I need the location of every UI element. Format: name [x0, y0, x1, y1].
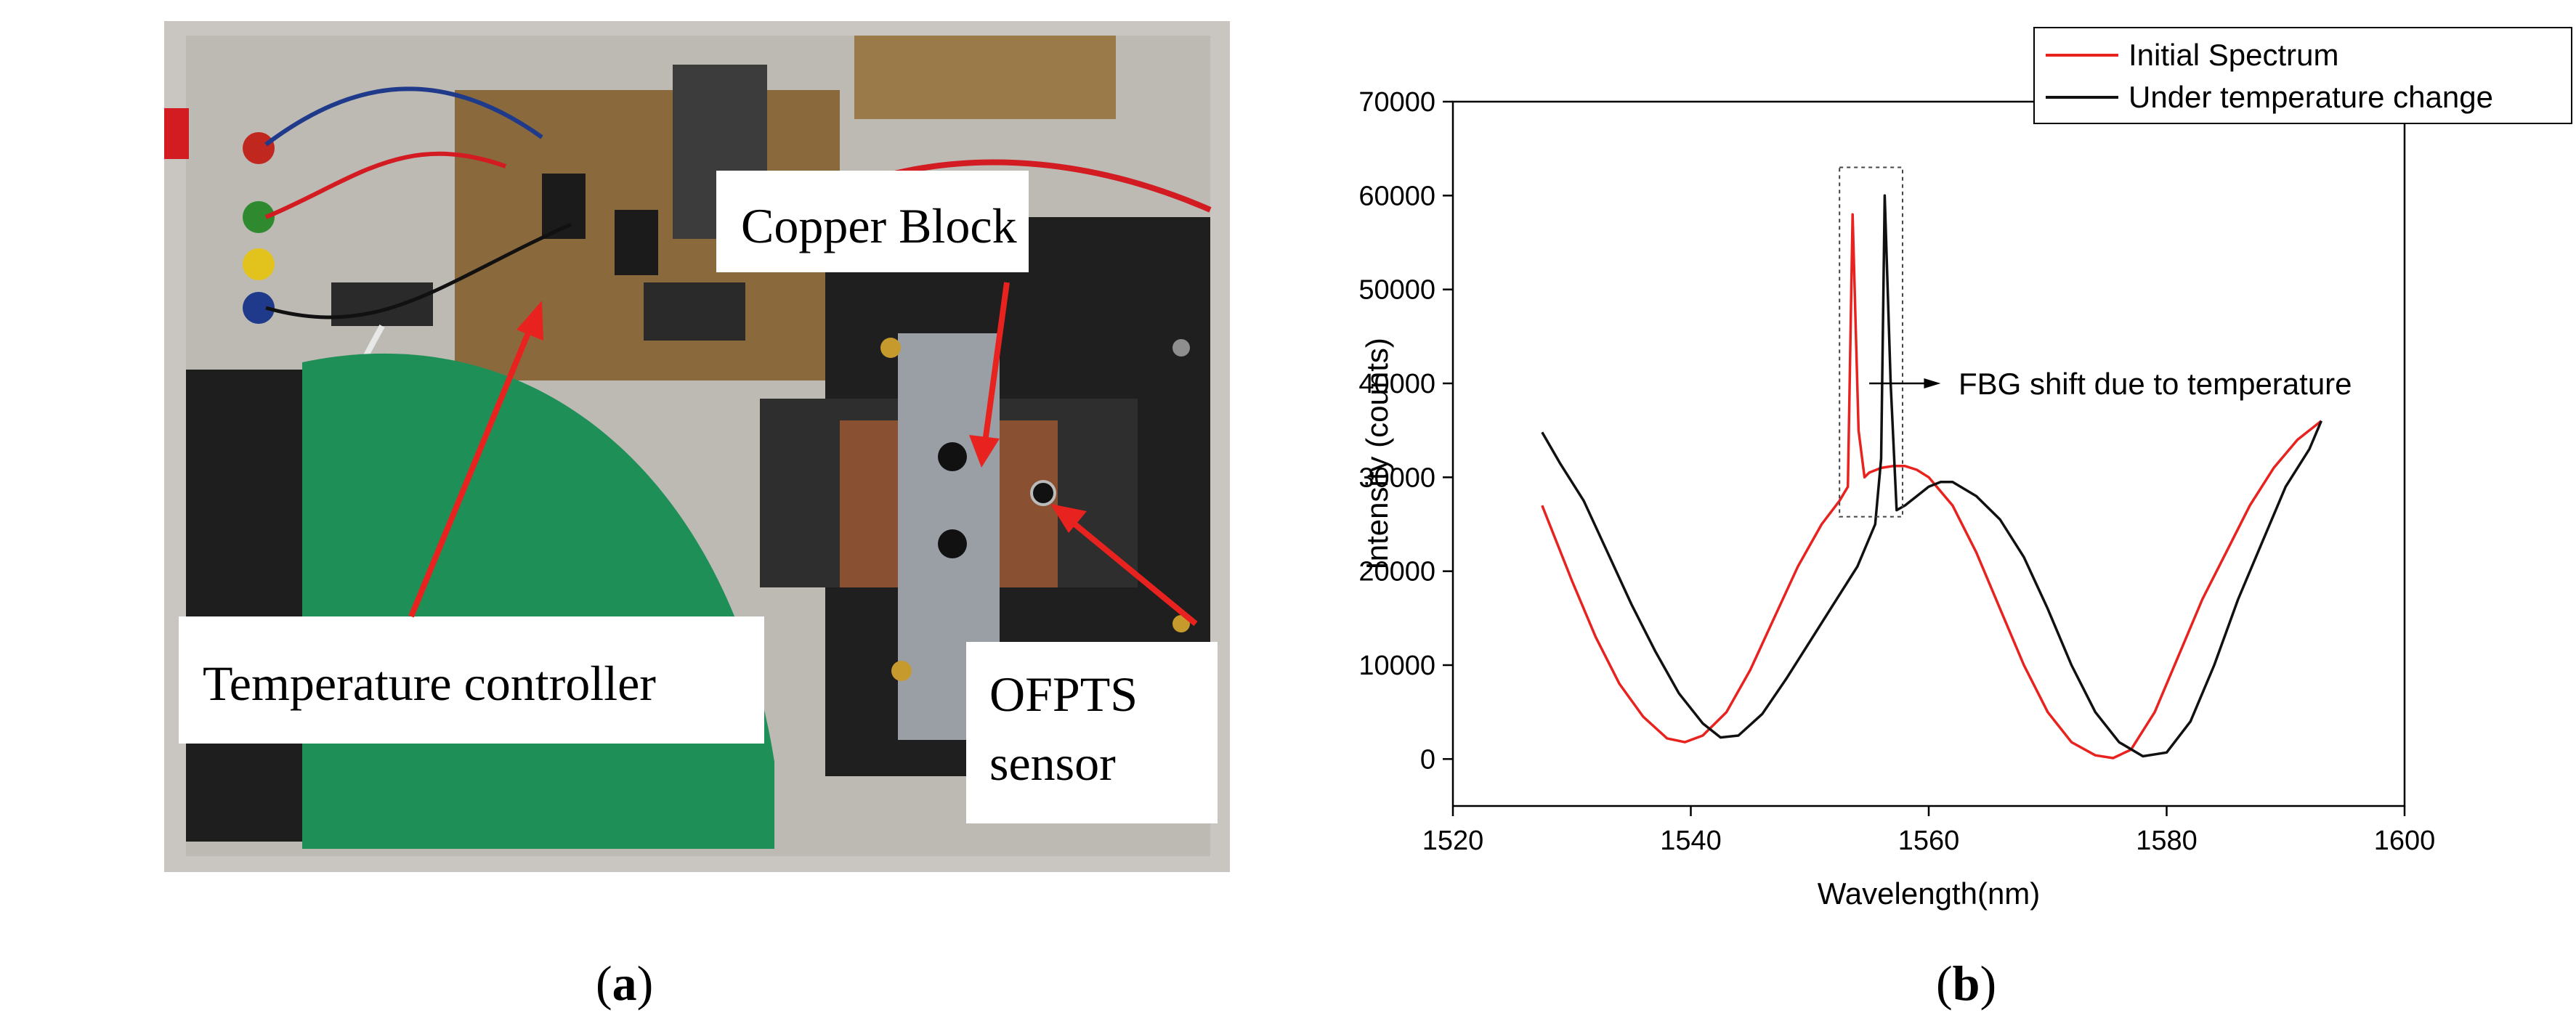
- sensor-arrowhead: [1050, 504, 1087, 533]
- y-tick-label: 20000: [1358, 557, 1435, 587]
- axis-ticks: 1520 1540 1560 1580 1600 0 10000 20000 30000 4000…: [1358, 87, 2435, 856]
- copper-block-callout-box: [716, 171, 1029, 272]
- red-probe-handle: [0, 108, 189, 159]
- sensor-callout-box: [966, 642, 1218, 823]
- panel-a-label: (a): [596, 956, 654, 1011]
- heat-sink: [331, 282, 433, 326]
- sensor-arrow: [1070, 519, 1198, 627]
- annotation-text: FBG shift due to temperature: [1959, 367, 2352, 401]
- temperature-controller-arrow: [408, 325, 534, 618]
- chip: [615, 210, 658, 275]
- copper-block-arrow: [982, 282, 1010, 443]
- y-tick-label: 50000: [1358, 275, 1435, 306]
- wire: [264, 86, 543, 147]
- y-tick-label: 10000: [1358, 651, 1435, 681]
- device-photo: Copper Block Temperature controller OFPT…: [0, 21, 1230, 872]
- legend: Initial Spectrum Under temperature chang…: [2033, 27, 2572, 124]
- y-tick-label: 40000: [1358, 369, 1435, 399]
- sensor-label-line2: sensor: [989, 736, 1116, 791]
- screw: [1172, 339, 1190, 357]
- series-line-temperature: [1541, 194, 2323, 758]
- annotation-arrowhead: [1924, 378, 1941, 388]
- spectrum-chart: 1520 1540 1560 1580 1600 0 10000 20000 30000 4000…: [1358, 27, 2572, 911]
- y-tick-label: 0: [1420, 744, 1435, 775]
- chart-panel: 1520 1540 1560 1580 1600 0 10000 20000 30000 4000…: [1344, 0, 2576, 937]
- green-terminal: [243, 201, 275, 233]
- sensor-label-line1: OFPTS: [989, 667, 1138, 722]
- screw: [891, 661, 912, 681]
- y-axis-label: Intensity (counts): [1360, 338, 1394, 570]
- series-layer: [1541, 194, 2323, 760]
- legend-label-initial: Initial Spectrum: [2129, 38, 2338, 72]
- secondary-board: [854, 36, 1116, 119]
- temperature-controller-arrowhead: [517, 301, 543, 341]
- screw: [880, 338, 901, 358]
- copper-block-label: Copper Block: [741, 198, 1017, 253]
- clamp-hole: [938, 529, 967, 558]
- annotation-layer: FBG shift due to temperature: [1839, 166, 2352, 518]
- x-tick-label: 1520: [1422, 826, 1484, 856]
- legend-box: [2033, 27, 2572, 124]
- legend-label-temperature: Under temperature change: [2129, 80, 2493, 114]
- x-tick-label: 1560: [1898, 826, 1960, 856]
- wire: [265, 222, 572, 319]
- y-tick-label: 30000: [1358, 463, 1435, 493]
- clamp-hole: [938, 442, 967, 471]
- fbg-highlight-box: [1839, 166, 1903, 518]
- screw: [1172, 615, 1190, 632]
- photo-panel: Copper Block Temperature controller OFPT…: [0, 21, 1230, 872]
- x-tick-label: 1600: [2374, 826, 2436, 856]
- y-tick-label: 60000: [1358, 181, 1435, 211]
- copper-block-arrowhead: [969, 435, 1000, 468]
- fiber-port: [1030, 480, 1056, 506]
- plot-border: [1451, 100, 2406, 807]
- series-line-initial: [1541, 213, 2322, 760]
- x-axis-label: Wavelength(nm): [1818, 876, 2041, 911]
- panel-b-label: (b): [1936, 956, 1997, 1011]
- yellow-terminal: [243, 248, 275, 280]
- wire: [264, 151, 507, 219]
- x-tick-label: 1580: [2136, 826, 2198, 856]
- temperature-controller-label: Temperature controller: [203, 656, 656, 711]
- temperature-controller-callout-box: [179, 616, 764, 744]
- red-terminal: [243, 132, 275, 164]
- blue-terminal: [243, 292, 275, 324]
- plot-frame: [1451, 100, 2406, 807]
- y-tick-label: 70000: [1358, 87, 1435, 118]
- x-tick-label: 1540: [1660, 826, 1722, 856]
- heat-sink: [644, 282, 745, 341]
